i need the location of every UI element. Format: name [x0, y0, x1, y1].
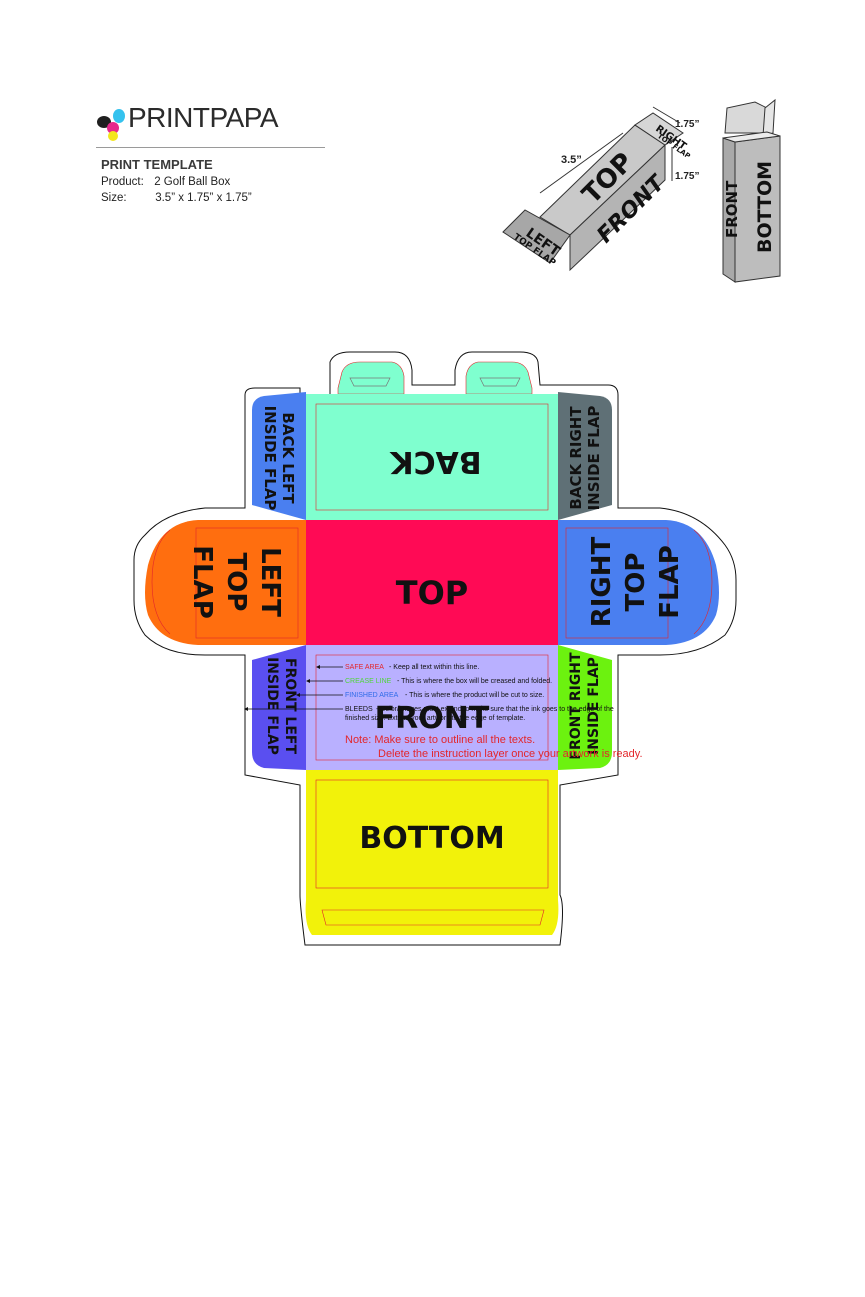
- panel-left-flap-label2: TOP: [221, 553, 251, 612]
- safe-area-text: - Keep all text within this line.: [389, 664, 479, 671]
- crease-line-title: CREASE LINE: [345, 678, 392, 685]
- panel-back-right-label1: BACK RIGHT: [567, 406, 585, 510]
- panel-front-right-label2: INSIDE FLAP: [586, 657, 602, 755]
- panel-bottom-label: BOTTOM: [359, 821, 504, 856]
- panel-left-flap-label3: FLAP: [187, 545, 217, 619]
- logo-wordmark: PRINTPAPA: [128, 102, 279, 133]
- panel-front-left-flap: [252, 645, 306, 770]
- panel-left-top-flap: [145, 520, 306, 645]
- panel-front-label: FRONT: [375, 701, 490, 736]
- dim-height: 1.75”: [675, 171, 699, 182]
- panel-back-left-label2: INSIDE FLAP: [261, 406, 279, 511]
- panel-right-flap-label2: TOP: [621, 553, 651, 612]
- panel-back-right-label2: INSIDE FLAP: [585, 406, 603, 511]
- panel-back-right-flap: [558, 392, 612, 520]
- panel-front-right-flap: [558, 645, 612, 770]
- panel-front-right-label1: FRONT RIGHT: [568, 652, 584, 760]
- note-line-2: Delete the instruction layer once your a…: [378, 748, 643, 760]
- crease-line-text: - This is where the box will be creased …: [397, 678, 552, 685]
- panel-right-flap-label3: FLAP: [655, 545, 685, 619]
- panel-top-label: TOP: [396, 574, 468, 612]
- bleeds-text-2: finished size. Extend your artwork to th…: [345, 715, 525, 722]
- box-preview-flat: 3.5” 1.75” 1.75” TOP FRONT LEFT TOP FLAP…: [502, 106, 699, 272]
- panel-front-left-label1: FRONT LEFT: [282, 658, 298, 754]
- panel-right-flap-label1: RIGHT: [587, 536, 617, 627]
- bleeds-text-1: - Color/images must extend to make sure …: [376, 706, 614, 713]
- product-value: 2 Golf Ball Box: [154, 176, 231, 188]
- panel-front: [306, 645, 558, 770]
- panel-right-top-flap: [558, 520, 719, 645]
- box-dieline: BACK BACK LEFT INSIDE FLAP BACK RIGHT IN…: [133, 351, 737, 946]
- instruction-layer: SAFE AREA - Keep all text within this li…: [244, 664, 643, 760]
- panel-back-label: BACK: [389, 444, 482, 479]
- size-label: Size:: [101, 192, 127, 204]
- preview-bottom-label: BOTTOM: [754, 161, 776, 253]
- product-label: Product:: [101, 176, 144, 188]
- box-preview-standing: FRONT BOTTOM: [722, 98, 781, 283]
- dim-length: 3.5”: [561, 154, 582, 166]
- panel-bottom: [305, 770, 559, 935]
- dim-width: 1.75”: [675, 119, 699, 130]
- preview-front-vertical-label: FRONT: [723, 180, 741, 238]
- panel-back-left-flap: [252, 392, 306, 520]
- header-divider: [96, 147, 325, 148]
- panel-top: [306, 520, 558, 645]
- product-row: Product: 2 Golf Ball Box: [101, 176, 230, 188]
- size-value: 3.5” x 1.75” x 1.75”: [155, 192, 252, 204]
- size-row: Size: 3.5” x 1.75” x 1.75”: [101, 192, 252, 204]
- panel-back-left-label1: BACK LEFT: [279, 412, 297, 504]
- panel-left-flap-label1: LEFT: [255, 547, 285, 617]
- finished-area-text: - This is where the product will be cut …: [405, 692, 544, 699]
- logo-dots-icon: [97, 109, 125, 141]
- finished-area-title: FINISHED AREA: [345, 692, 399, 699]
- printpapa-logo: PRINTPAPA: [96, 104, 326, 144]
- note-line-1: Note: Make sure to outline all the texts…: [345, 734, 535, 746]
- panel-back: [306, 394, 558, 520]
- panel-front-left-label2: INSIDE FLAP: [264, 657, 280, 755]
- safe-area-title: SAFE AREA: [345, 664, 384, 671]
- template-title: PRINT TEMPLATE: [101, 157, 213, 172]
- bleeds-title: BLEEDS: [345, 706, 373, 713]
